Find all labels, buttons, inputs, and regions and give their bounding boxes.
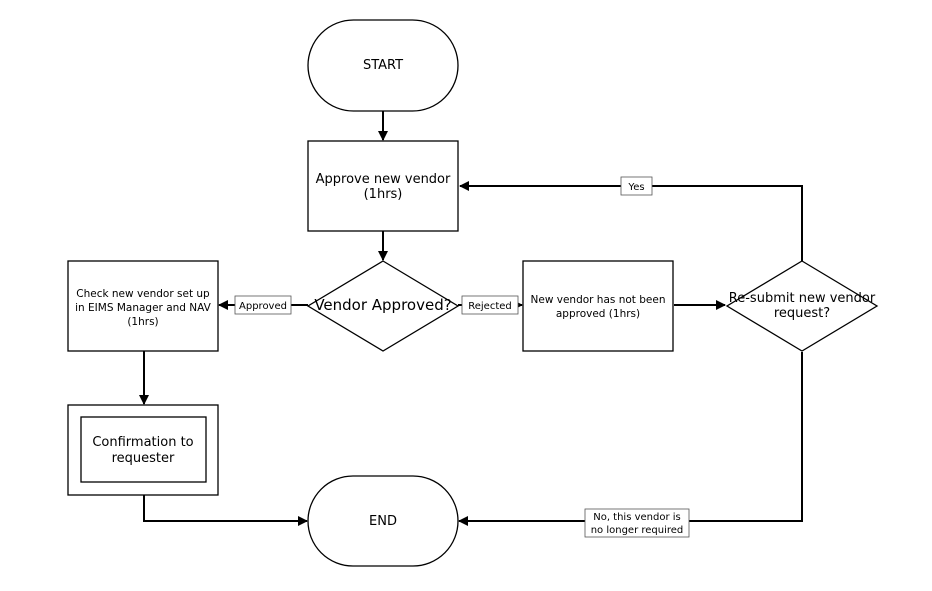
check-vendor-process: Check new vendor set up in EIMS Manager …: [67, 260, 219, 352]
vendor-approved-decision: Vendor Approved?: [306, 260, 460, 352]
edge-label-yes: Yes: [620, 176, 653, 196]
not-approved-label-line2: approved (1hrs): [556, 308, 640, 320]
end-terminator: END: [307, 475, 459, 567]
decision-label: Vendor Approved?: [314, 296, 451, 314]
end-label: END: [369, 514, 397, 529]
edge-label-approved-text: Approved: [239, 301, 287, 312]
confirm-label-line1: Confirmation to: [92, 435, 193, 450]
start-terminator: START: [307, 19, 459, 112]
edge-resubmit-no-to-end: [458, 352, 803, 526]
edge-label-yes-text: Yes: [627, 182, 644, 193]
start-label: START: [363, 58, 403, 73]
edge-label-approved: Approved: [234, 295, 292, 315]
approve-vendor-process: Approve new vendor (1hrs): [307, 140, 459, 232]
resubmit-label-line1: Re-submit new vendor: [729, 291, 876, 306]
edge-label-no-text-line2: no longer required: [591, 525, 684, 536]
edges: [139, 111, 803, 526]
check-label-line3: (1hrs): [127, 316, 158, 328]
approve-label-line2: (1hrs): [364, 187, 403, 202]
edge-label-rejected: Rejected: [461, 295, 519, 315]
confirm-label-line2: requester: [112, 451, 175, 466]
check-label-line2: in EIMS Manager and NAV: [75, 302, 212, 314]
resubmit-label-line2: request?: [774, 306, 830, 321]
confirmation-process: Confirmation to requester: [67, 404, 219, 496]
edge-resubmit-yes-to-approve: [459, 181, 803, 262]
check-label-line1: Check new vendor set up: [76, 288, 210, 300]
edge-label-no-text-line1: No, this vendor is: [593, 512, 681, 523]
edge-label-rejected-text: Rejected: [468, 301, 512, 312]
edge-label-no: No, this vendor is no longer required: [584, 508, 690, 538]
approve-label-line1: Approve new vendor: [316, 172, 451, 187]
edge-confirm-to-end: [143, 495, 308, 526]
not-approved-process: New vendor has not been approved (1hrs): [522, 260, 674, 352]
not-approved-label-line1: New vendor has not been: [531, 294, 666, 306]
resubmit-decision: Re-submit new vendor request?: [725, 260, 879, 352]
